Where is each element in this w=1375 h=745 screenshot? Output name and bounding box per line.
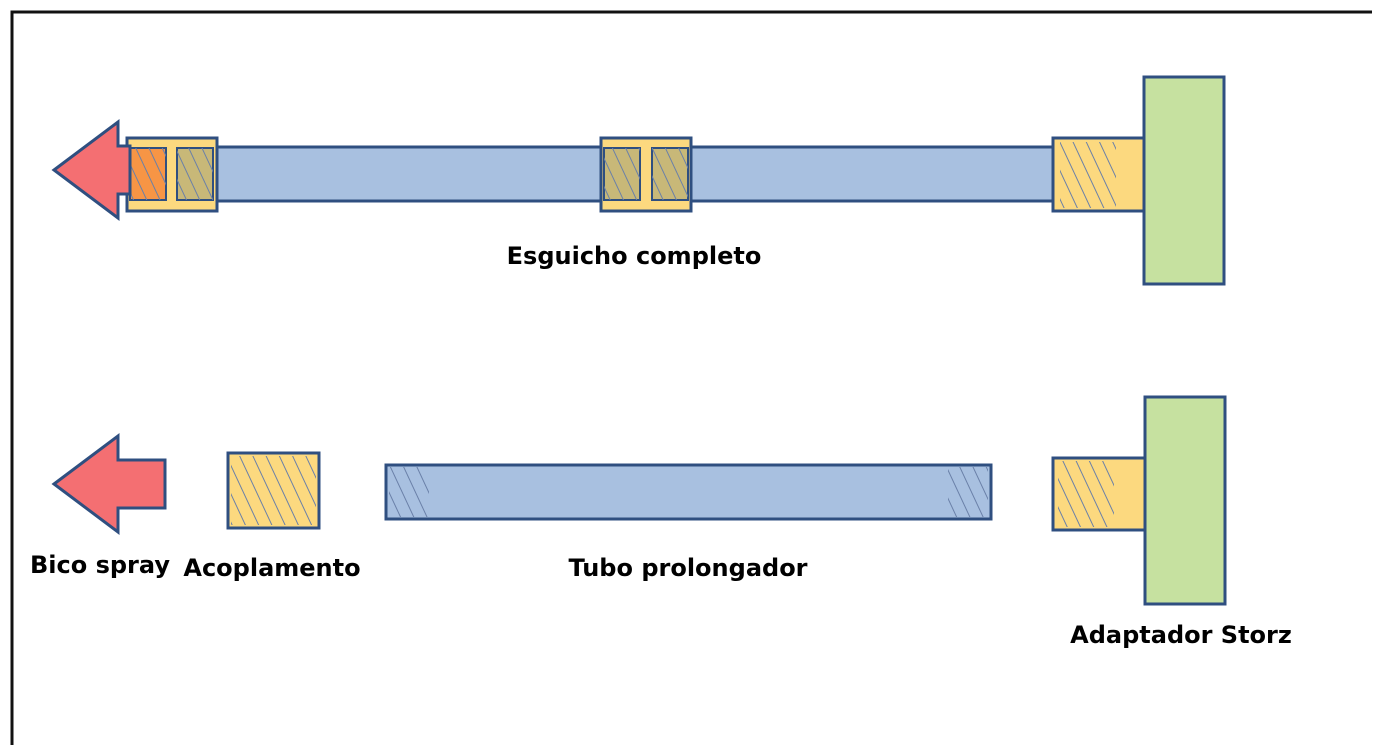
- spray-nozzle-arrow: [51, 433, 167, 535]
- assembled-nozzle-arrow: [51, 119, 132, 221]
- storz-adapter-part: [1143, 395, 1227, 606]
- assembled-storz-adapter: [1142, 75, 1226, 286]
- label-nozzle: Bico spray: [30, 551, 170, 579]
- diagram-frame: [10, 10, 1372, 745]
- label-extension-tube: Tubo prolongador: [568, 554, 807, 582]
- assembled-nozzle: [51, 75, 1226, 286]
- exploded-parts: [51, 395, 1227, 606]
- label-assembled: Esguicho completo: [507, 242, 762, 270]
- label-coupling: Acoplamento: [183, 554, 360, 582]
- label-storz-adapter: Adaptador Storz: [1070, 621, 1292, 649]
- extension-tube-part: [384, 463, 993, 521]
